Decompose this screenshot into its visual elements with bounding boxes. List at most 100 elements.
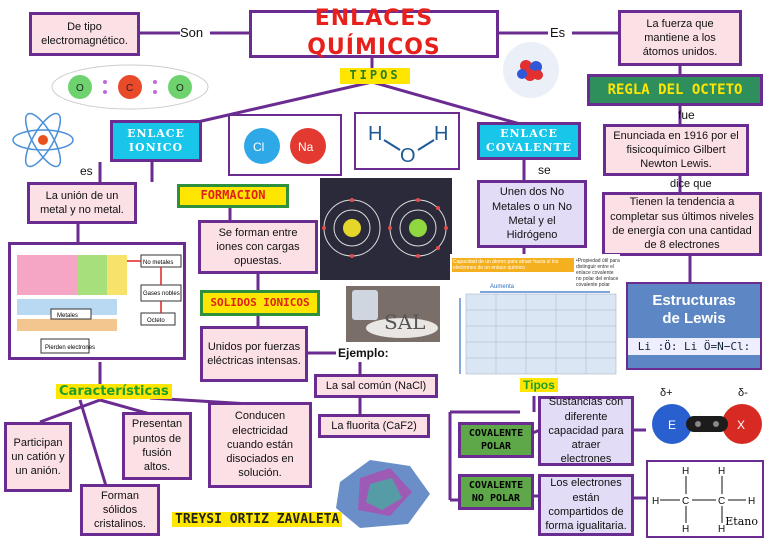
- sal-comun-text: La sal común (NaCl): [325, 379, 427, 392]
- svg-text:C: C: [126, 83, 133, 94]
- unen-box: Unen dos No Metales o un No Metal y el H…: [477, 180, 587, 248]
- nucleus-image: [500, 40, 562, 100]
- salt-image: SAL: [346, 286, 440, 342]
- covalente-no-polar-label: COVALENTE NO POLAR: [468, 480, 524, 504]
- covalente-no-polar-box: COVALENTE NO POLAR: [458, 474, 534, 510]
- tipos-2-label: Tipos: [520, 378, 558, 392]
- unidos-box: Unidos por fuerzas eléctricas intensas.: [200, 326, 308, 382]
- enlace-ionico-box: ENLACE IONICO: [110, 120, 202, 162]
- covalente-polar-label: COVALENTE POLAR: [468, 428, 524, 452]
- participan-box: Participan un catión y un anión.: [4, 422, 72, 492]
- fluorita-text: La fluorita (CaF2): [331, 419, 417, 432]
- electronegativity-table-image: Capacidad de un átomo para atraer hacia …: [450, 254, 620, 380]
- participan-text: Participan un catión y un anión.: [11, 436, 65, 478]
- aumenta-label: Aumenta: [490, 284, 515, 290]
- pt-gases-label: Gases nobles: [143, 291, 180, 297]
- molecule-image: O C O: [50, 60, 212, 114]
- pt-nometales-label: No metales: [143, 260, 173, 266]
- solidos-ionicos-label: SOLIDOS IONICOS: [210, 295, 310, 309]
- es-left-label: es: [80, 164, 93, 178]
- ejemplo-label: Ejemplo:: [338, 346, 389, 360]
- svg-text:O: O: [76, 83, 84, 94]
- forman-box: Forman sólidos cristalinos.: [80, 484, 160, 536]
- conducen-box: Conducen electricidad cuando están disoc…: [208, 402, 312, 488]
- sustancias-box: Sustancias con diferente capacidad para …: [538, 396, 634, 466]
- union-text: La unión de un metal y no metal.: [40, 189, 124, 216]
- dipole-e-label: E: [668, 418, 676, 432]
- los-electrones-box: Los electrones están compartidos de form…: [538, 474, 634, 536]
- fluorite-crystal-image: [330, 452, 434, 532]
- cl-na-image: Cl Na: [228, 114, 342, 176]
- water-molecule-image: H O H: [354, 112, 460, 170]
- o-symbol: O: [400, 145, 416, 167]
- regla-octeto-box: REGLA DEL OCTETO: [587, 74, 763, 106]
- los-electrones-text: Los electrones están compartidos de form…: [545, 477, 627, 533]
- sal-comun-box: La sal común (NaCl): [314, 374, 438, 398]
- formacion-label: FORMACION: [200, 188, 266, 203]
- se-forman-box: Se forman entre iones con cargas opuesta…: [198, 220, 318, 274]
- caracteristicas-label: Características: [56, 384, 172, 399]
- periodic-table-image: No metales Gases nobles Octeto Metales P…: [8, 242, 186, 360]
- etano-label: Etano: [725, 515, 758, 528]
- enunciada-box: Enunciada en 1916 por el fisicoquímico G…: [603, 124, 749, 176]
- de-tipo-text: De tipo electromagnético.: [41, 20, 128, 47]
- dipole-x-label: X: [737, 418, 745, 432]
- conducen-text: Conducen electricidad cuando están disoc…: [226, 410, 294, 480]
- svg-text:C: C: [718, 496, 725, 507]
- svg-text:H: H: [682, 466, 689, 477]
- enunciada-text: Enunciada en 1916 por el fisicoquímico G…: [613, 129, 739, 171]
- forman-text: Forman sólidos cristalinos.: [94, 489, 146, 531]
- de-tipo-box: De tipo electromagnético.: [29, 12, 140, 56]
- lewis-formula: Li :Ö: Li Ö=N−Cl:: [628, 338, 760, 355]
- tipos-label: TIPOS: [340, 68, 410, 84]
- regla-octeto-label: REGLA DEL OCTETO: [607, 81, 743, 98]
- na-symbol: Na: [298, 140, 314, 154]
- covalente-polar-box: COVALENTE POLAR: [458, 422, 534, 458]
- sustancias-text: Sustancias con diferente capacidad para …: [548, 396, 624, 466]
- unidos-text: Unidos por fuerzas eléctricas intensas.: [207, 340, 301, 367]
- page-title: ENLACES QUÍMICOS: [307, 6, 441, 60]
- presentan-text: Presentan puntos de fusión altos.: [131, 418, 183, 474]
- svg-text:H: H: [748, 496, 755, 507]
- svg-text:O: O: [176, 83, 184, 94]
- lewis-structures-image: Estructuras de Lewis Li :Ö: Li Ö=N−Cl:: [626, 282, 762, 370]
- tienen-text: Tienen la tendencia a completar sus últi…: [610, 196, 754, 252]
- dipole-image: E X δ+ δ-: [646, 380, 764, 456]
- periodic-caption: Capacidad de un átomo para atraer hacia …: [452, 258, 574, 272]
- enlace-covalente-label: ENLACE COVALENTE: [485, 126, 573, 154]
- union-box: La unión de un metal y no metal.: [27, 182, 137, 224]
- h1-symbol: H: [368, 123, 382, 145]
- h2-symbol: H: [434, 123, 448, 145]
- svg-text:H: H: [718, 466, 725, 477]
- dice-que-label: dice que: [670, 178, 712, 190]
- pt-metales-label: Metales: [57, 313, 78, 319]
- fluorita-box: La fluorita (CaF2): [318, 414, 430, 438]
- cl-symbol: Cl: [253, 140, 264, 154]
- fuerza-box: La fuerza que mantiene a los átomos unid…: [618, 10, 742, 66]
- svg-text:H: H: [718, 524, 725, 535]
- page-title-box: ENLACES QUÍMICOS: [249, 6, 499, 60]
- presentan-box: Presentan puntos de fusión altos.: [122, 412, 192, 480]
- pt-pierden-label: Pierden electrones: [45, 345, 95, 351]
- pt-octeto-label: Octeto: [147, 318, 165, 324]
- fuerza-text: La fuerza que mantiene a los átomos unid…: [642, 17, 718, 59]
- formacion-box: FORMACION: [177, 184, 289, 208]
- enlace-ionico-label: ENLACE IONICO: [127, 126, 185, 154]
- electron-shells-image: [320, 178, 452, 280]
- se-label: se: [538, 163, 551, 177]
- delta-plus-label: δ+: [660, 387, 673, 399]
- tienen-box: Tienen la tendencia a completar sus últi…: [602, 192, 762, 256]
- periodic-caption-2: •Propiedad útil para distinguir entre el…: [576, 258, 620, 288]
- enlace-covalente-box: ENLACE COVALENTE: [477, 122, 581, 160]
- unen-text: Unen dos No Metales o un No Metal y el H…: [491, 186, 573, 242]
- svg-text:C: C: [682, 496, 689, 507]
- lewis-title: Estructuras de Lewis: [652, 292, 736, 327]
- delta-minus-label: δ-: [738, 387, 748, 399]
- atom-model-icon: [10, 112, 76, 168]
- es-top-label: Es: [550, 25, 566, 40]
- se-forman-text: Se forman entre iones con cargas opuesta…: [216, 226, 300, 268]
- sal-text: SAL: [384, 310, 426, 334]
- solidos-ionicos-box: SOLIDOS IONICOS: [200, 290, 320, 316]
- svg-text:H: H: [682, 524, 689, 535]
